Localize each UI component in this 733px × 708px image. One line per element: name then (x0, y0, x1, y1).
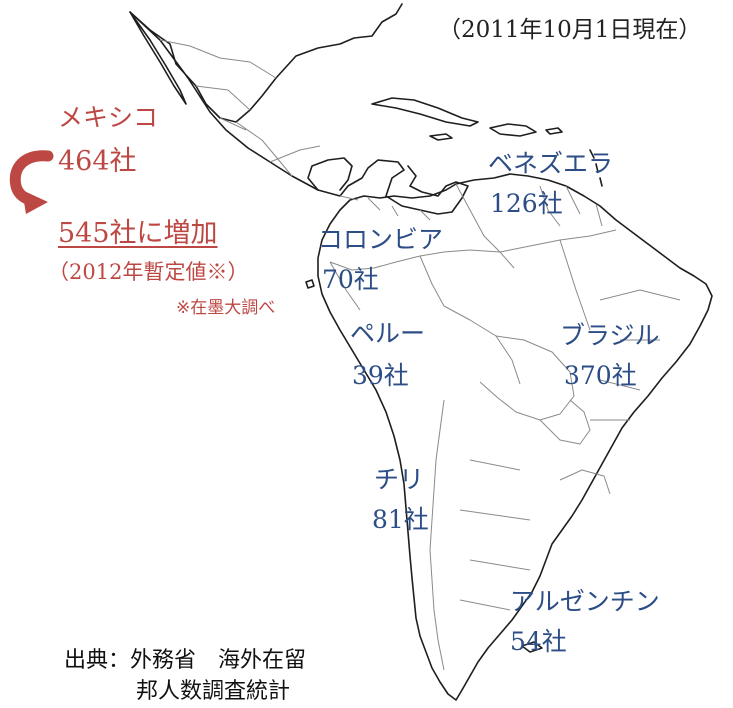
mexico-states (195, 85, 321, 177)
peru-brazil (419, 255, 521, 385)
paraguay (539, 399, 591, 445)
mexico-count: 464社 (58, 146, 137, 177)
central-america-borders (339, 195, 431, 221)
date-note: （2011年10月1日現在） (438, 17, 702, 43)
yucatan (307, 157, 353, 191)
brazil-count: 370社 (564, 361, 637, 390)
south-america-outline (317, 173, 713, 701)
mexico-central-america-outline (129, 3, 469, 215)
cuba (371, 97, 479, 127)
falklands (521, 641, 543, 653)
source-line-1: 出典：外務省 海外在留 (64, 648, 307, 673)
brazil-north (499, 229, 617, 253)
venezuela-guyana (539, 185, 603, 227)
brazil-name: ブラジル (560, 321, 660, 350)
us-mexico-border (159, 39, 277, 79)
source-note: 出典：外務省 海外在留 邦人数調査統計 (64, 646, 306, 708)
lesser-antilles (589, 149, 603, 187)
puerto-rico (545, 127, 563, 135)
source-line-2: 邦人数調査統計 (136, 678, 291, 704)
chile-name: チリ (374, 465, 425, 494)
bolivia (479, 335, 575, 421)
chile-argentina (429, 399, 445, 671)
colombia-venezuela (455, 183, 515, 269)
venezuela-name: ベネズエラ (488, 149, 614, 178)
peru-count: 39社 (352, 361, 409, 390)
galapagos (305, 279, 315, 289)
mexico-provisional-note: （2012年暫定値※） (48, 260, 249, 284)
argentina-count: 54社 (510, 627, 567, 656)
baja-california (129, 11, 187, 105)
hispaniola (489, 123, 537, 137)
chile-count: 81社 (372, 505, 429, 534)
brazil-states (559, 239, 681, 421)
ecuador-colombia (329, 249, 501, 271)
venezuela-count: 126社 (490, 189, 563, 218)
colombia-name: コロンビア (318, 225, 444, 254)
argentina-provinces (459, 459, 531, 611)
colombia-count: 70社 (322, 265, 379, 294)
mexico-survey-note: ※在墨大調べ (176, 298, 276, 318)
curved-down-arrow-icon (9, 150, 54, 214)
argentina-name: アルゼンチン (510, 587, 660, 616)
jamaica (429, 133, 453, 141)
peru-name: ペルー (350, 319, 426, 348)
peru-ecuador (329, 261, 361, 311)
uruguay-brazil (559, 469, 611, 495)
mexico-new-count: 545社に増加 (58, 218, 218, 249)
mexico-name: メキシコ (58, 103, 159, 132)
